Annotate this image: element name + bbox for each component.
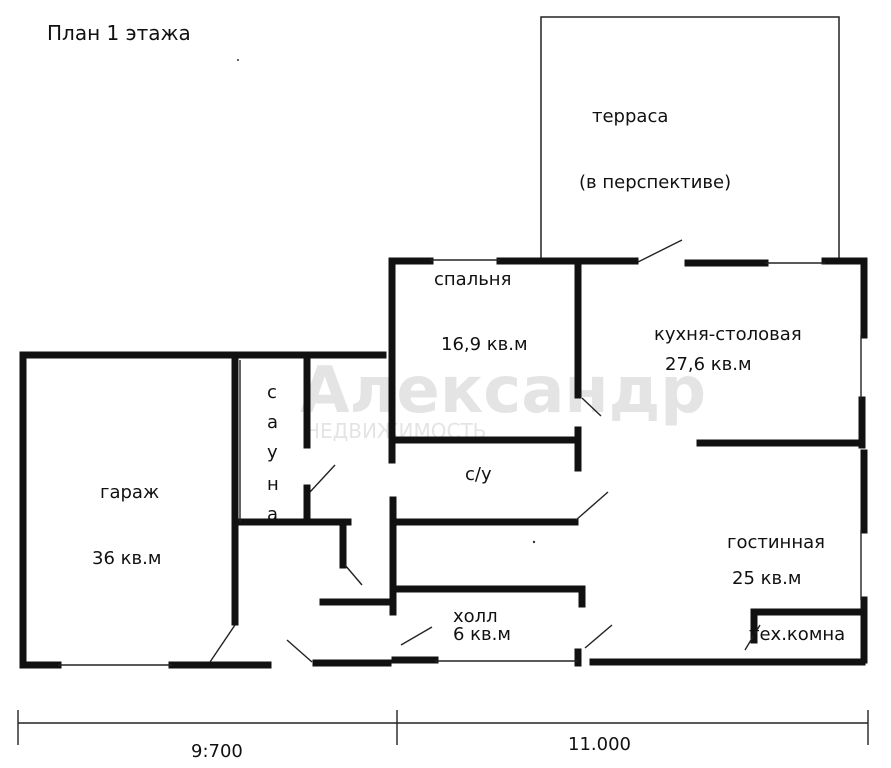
terrace-label: терраса — [592, 106, 668, 127]
kitchen-area: 27,6 кв.м — [665, 354, 752, 375]
dot-mark — [237, 59, 239, 61]
sauna-letter: с — [267, 382, 277, 403]
hall-label: холл — [453, 606, 498, 627]
kitchen-label: кухня-столовая — [654, 324, 802, 345]
garage-label: гараж — [100, 482, 159, 503]
dimension-left: 9:700 — [191, 741, 243, 762]
tech-room-label: тех.комна — [749, 624, 845, 645]
walls — [19, 257, 868, 669]
thin-lines — [17, 239, 869, 745]
terrace-note: (в перспективе) — [579, 172, 731, 193]
terrace-outline — [540, 16, 840, 258]
dimension-right: 11.000 — [568, 734, 631, 755]
watermark-main: Александр — [300, 354, 706, 428]
watermark: Александр НЕДВИЖИМОСТЬ — [300, 354, 706, 443]
bedroom-label: спальня — [434, 269, 511, 290]
living-area: 25 кв.м — [732, 568, 801, 589]
sauna-letter: у — [267, 442, 278, 463]
sauna-letter: а — [267, 504, 278, 525]
living-label: гостинная — [727, 532, 825, 553]
sauna-letter: н — [267, 474, 279, 495]
plan-title: План 1 этажа — [47, 21, 191, 45]
hall-area: 6 кв.м — [453, 624, 511, 645]
bathroom-label: с/у — [465, 464, 492, 485]
garage-area: 36 кв.м — [92, 548, 161, 569]
dot-mark — [532, 540, 536, 544]
sauna-letter: а — [267, 412, 278, 433]
bedroom-area: 16,9 кв.м — [441, 334, 528, 355]
